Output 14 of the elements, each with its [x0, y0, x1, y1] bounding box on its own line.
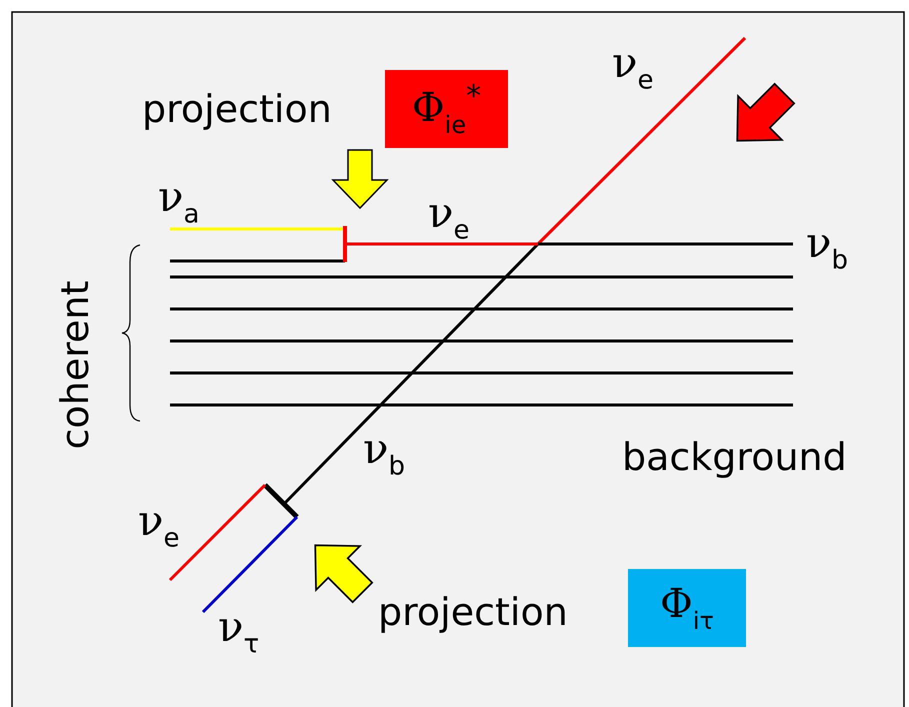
group-label: background	[622, 438, 847, 476]
group-label: coherent	[56, 280, 94, 450]
formula: Φ$_{iτ}$	[660, 584, 714, 632]
state-label: ν$_{τ}$	[218, 606, 260, 658]
formula-box	[628, 569, 746, 647]
state-label: ν$_{e}$	[428, 192, 470, 244]
node-label: projection	[142, 90, 332, 128]
state-label: ν$_{a}$	[158, 176, 200, 228]
state-label: ν$_{e}$	[138, 500, 180, 552]
formula-box	[385, 70, 508, 148]
state-label: ν$_{b}$	[363, 428, 406, 480]
node-label: projection	[378, 593, 568, 631]
state-label: ν$_{e}$	[612, 42, 654, 94]
state-label: ν$_{b}$	[806, 222, 848, 274]
